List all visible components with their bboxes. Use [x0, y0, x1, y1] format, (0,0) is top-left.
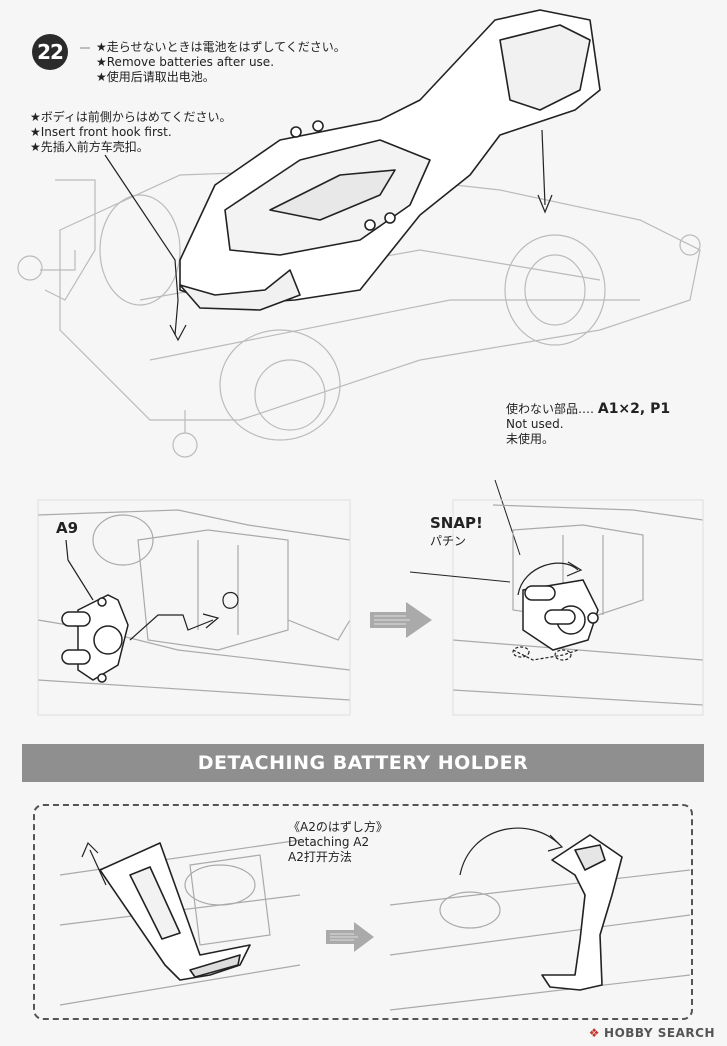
detach-jp: 《A2のはずし方》	[288, 820, 388, 834]
car-body-illustration	[17, 9, 701, 556]
unused-parts-list: A1×2, P1	[597, 401, 671, 417]
unused-cn-label: 未使用。	[506, 432, 555, 446]
snap-detail-illustration	[452, 499, 704, 716]
note-line-cn: ★先插入前方车壳扣。	[30, 140, 149, 154]
snap-leader-line	[409, 571, 511, 583]
note-line-en: ★Remove batteries after use.	[96, 55, 275, 69]
unused-jp-label: 使わない部品‥‥	[506, 402, 595, 416]
note-line-jp: ★走らせないときは電池をはずしてください。	[96, 40, 346, 54]
a2-before-illustration	[59, 839, 301, 1006]
watermark: ❖ HOBBY SEARCH	[589, 1026, 715, 1040]
unused-parts-note: 使わない部品‥‥ A1×2, P1 Not used. 未使用。	[506, 402, 670, 447]
detach-cn: A2打开方法	[288, 850, 352, 864]
snap-en: SNAP!	[430, 514, 483, 532]
next-step-arrow-icon	[370, 602, 432, 638]
detaching-a2-note: 《A2のはずし方》 Detaching A2 A2打开方法	[288, 820, 388, 865]
note-line-en: ★Insert front hook first.	[30, 125, 172, 139]
watermark-text: HOBBY SEARCH	[604, 1026, 715, 1040]
step-number-badge: 22	[32, 34, 68, 70]
detach-en: Detaching A2	[288, 835, 370, 849]
snap-label: SNAP! パチン	[430, 514, 483, 549]
note-line-jp: ★ボディは前側からはめてください。	[30, 110, 232, 124]
a9-detail-illustration	[37, 499, 351, 716]
detaching-instructions-box	[33, 804, 693, 1020]
section-banner: DETACHING BATTERY HOLDER	[22, 744, 704, 782]
unused-en-label: Not used.	[506, 417, 564, 431]
snap-jp: パチン	[430, 534, 467, 548]
remove-batteries-note: ★走らせないときは電池をはずしてください。 ★Remove batteries …	[96, 40, 346, 85]
watermark-logo-icon: ❖	[588, 1026, 601, 1040]
part-label-a9: A9	[56, 519, 79, 537]
front-hook-note: ★ボディは前側からはめてください。 ★Insert front hook fir…	[30, 110, 232, 155]
note-line-cn: ★使用后请取出电池。	[96, 70, 215, 84]
a2-after-illustration	[389, 827, 691, 1011]
next-step-arrow-icon	[326, 922, 374, 952]
